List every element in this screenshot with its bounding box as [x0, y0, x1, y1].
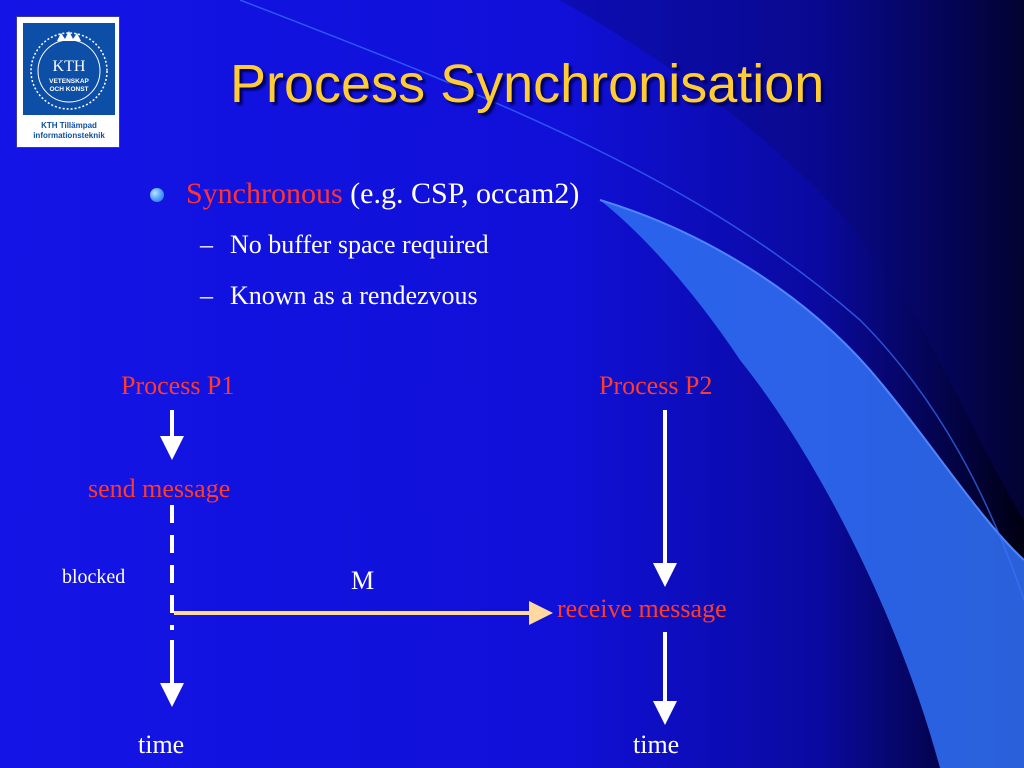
kth-logo: KTH VETENSKAP OCH KONST KTH Tillämpad in…: [16, 16, 120, 148]
main-bullet-rest: (e.g. CSP, occam2): [350, 177, 580, 210]
logo-caption: KTH Tillämpad informationsteknik: [17, 121, 121, 141]
logo-caption-line-1: KTH Tillämpad: [41, 121, 97, 130]
bullet-dot-icon: [150, 188, 164, 202]
process-p1-label: Process P1: [121, 371, 235, 400]
blocked-label: blocked: [62, 566, 126, 588]
receive-message-label: receive message: [557, 594, 727, 623]
main-bullet-text: Synchronous (e.g. CSP, occam2): [186, 176, 579, 212]
sub-bullet-2: –Known as a rendezvous: [200, 280, 478, 312]
main-bullet-highlight: Synchronous: [186, 177, 343, 210]
message-m-label: M: [351, 566, 375, 595]
sub-bullet-1: –No buffer space required: [200, 229, 489, 261]
p1-time-label: time: [138, 730, 185, 759]
seal-subtext-1: VETENSKAP: [49, 78, 89, 85]
sub-bullet-1-text: No buffer space required: [230, 230, 489, 259]
process-p2-label: Process P2: [599, 371, 713, 400]
seal-subtext-2: OCH KONST: [50, 86, 89, 93]
sub-bullet-marker: –: [200, 281, 213, 310]
slide-title: Process Synchronisation: [230, 54, 825, 114]
p2-time-label: time: [633, 730, 680, 759]
send-message-label: send message: [88, 474, 231, 503]
logo-caption-line-2: informationsteknik: [33, 131, 105, 140]
sub-bullet-marker: –: [200, 230, 213, 259]
sub-bullet-2-text: Known as a rendezvous: [230, 281, 478, 310]
seal-kth-text: KTH: [53, 58, 86, 75]
kth-seal-icon: KTH VETENSKAP OCH KONST: [23, 23, 115, 115]
